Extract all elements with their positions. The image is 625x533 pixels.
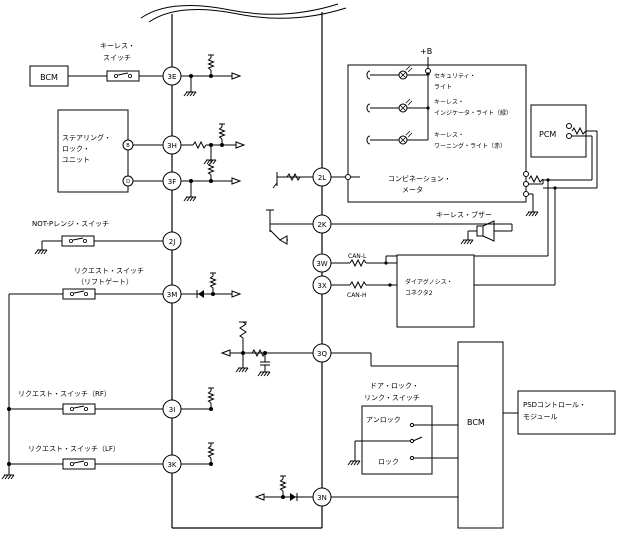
- svg-text:3F: 3F: [168, 178, 176, 186]
- pcm-module: PCM: [530, 104, 587, 158]
- request-liftgate-switch-icon: [62, 288, 96, 300]
- terminal-3X: 3X: [312, 275, 332, 295]
- security-light-label-1: セキュリティ・: [434, 73, 476, 80]
- psd-label-2: モジュール: [523, 413, 558, 421]
- power-label: +B: [420, 47, 432, 56]
- bcm-left-label: BCM: [40, 73, 58, 82]
- warning-light-label-1: キーレス・: [434, 132, 464, 139]
- terminal-3I: 3I: [162, 399, 182, 419]
- svg-text:3E: 3E: [168, 73, 177, 81]
- svg-text:3W: 3W: [316, 260, 327, 268]
- request-liftgate-label-2: （リフトゲート）: [77, 277, 133, 286]
- terminal-3W: 3W: [312, 253, 332, 273]
- terminal-3K: 3K: [162, 454, 182, 474]
- combination-label-1: コンビネーション・: [388, 174, 451, 183]
- request-rf-label: リクエスト・スイッチ（RF）: [18, 390, 111, 398]
- request-lf-switch-icon: [62, 458, 96, 470]
- pcm-label: PCM: [539, 130, 556, 139]
- steering-lock-unit: ステアリング・ ロック・ ユニット B D: [57, 109, 134, 193]
- bcm-right-module: BCM: [457, 341, 504, 529]
- svg-text:3N: 3N: [317, 494, 327, 502]
- not-p-switch-icon: [61, 235, 95, 247]
- indicator-light-label-1: キーレス・: [434, 99, 464, 106]
- indicator-light-label-2: インジケータ・ライト（緑）: [434, 109, 512, 117]
- svg-text:2K: 2K: [317, 221, 326, 229]
- svg-text:3M: 3M: [167, 291, 178, 299]
- steering-pin-b: B: [126, 143, 130, 149]
- terminal-3H: 3H: [162, 135, 182, 155]
- svg-text:3I: 3I: [169, 406, 176, 414]
- request-liftgate-label-1: リクエスト・スイッチ: [74, 267, 144, 275]
- steering-label-2: ロック・: [62, 145, 90, 153]
- psd-label-1: PSDコントロール・: [523, 401, 586, 409]
- combination-label-2: メータ: [402, 185, 423, 194]
- terminal-2K: 2K: [312, 214, 332, 234]
- terminal-3F: 3F: [162, 171, 182, 191]
- request-rf-switch-icon: [62, 403, 96, 415]
- unlock-label: アンロック: [366, 416, 401, 424]
- terminal-3M: 3M: [162, 284, 182, 304]
- steering-pin-d: D: [126, 179, 130, 185]
- lock-label: ロック: [378, 458, 399, 466]
- diagnosis-label-2: コネクタ2: [405, 289, 433, 297]
- can-low-label: CAN-L: [348, 253, 367, 260]
- psd-control-module: PSDコントロール・ モジュール: [517, 390, 616, 435]
- door-lock-link-label-2: リンク・スイッチ: [364, 394, 420, 402]
- steering-label-3: ユニット: [62, 156, 90, 164]
- diagnosis-connector: ダイアグノシス・ コネクタ2: [396, 254, 475, 328]
- terminal-2L: 2L: [312, 167, 332, 187]
- request-lf-label: リクエスト・スイッチ（LF）: [28, 445, 120, 453]
- svg-text:2L: 2L: [318, 174, 326, 182]
- buzzer-label: キーレス・ブザー: [436, 210, 492, 219]
- svg-text:2J: 2J: [169, 238, 176, 246]
- warning-light-label-2: ワーニング・ライト（赤）: [434, 142, 506, 150]
- terminal-3Q: 3Q: [312, 343, 332, 363]
- keyless-switch-label-2: スイッチ: [103, 54, 131, 62]
- combination-meter: コンビネーション・ メータ: [347, 64, 527, 203]
- svg-text:3H: 3H: [167, 142, 177, 150]
- bcm-left-module: BCM: [29, 65, 69, 87]
- keyless-switch-label-1: キーレス・: [100, 42, 135, 50]
- terminal-3N: 3N: [312, 487, 332, 507]
- not-p-switch-label: NOT-Pレンジ・スイッチ: [32, 220, 109, 228]
- terminal-3E: 3E: [162, 66, 182, 86]
- diagnosis-label-1: ダイアグノシス・: [405, 278, 453, 286]
- svg-text:3X: 3X: [317, 282, 326, 290]
- svg-text:3Q: 3Q: [317, 350, 327, 358]
- terminal-2J: 2J: [162, 231, 182, 251]
- steering-label-1: ステアリング・: [62, 133, 111, 142]
- bcm-body: [140, 3, 347, 529]
- door-lock-link-switch: アンロック ロック: [361, 405, 458, 475]
- door-lock-link-label-1: ドア・ロック・: [370, 382, 419, 390]
- bcm-right-label: BCM: [467, 418, 485, 427]
- can-high-label: CAN-H: [347, 292, 366, 299]
- security-light-label-2: ライト: [434, 84, 452, 91]
- svg-text:3K: 3K: [167, 461, 176, 469]
- keyless-switch-icon: [106, 70, 140, 82]
